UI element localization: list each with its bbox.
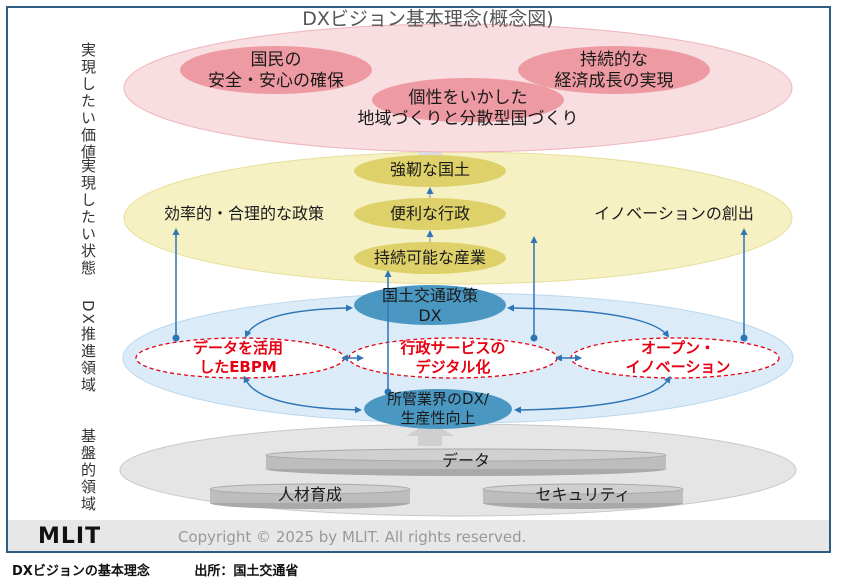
dx-policy-pill <box>354 285 506 325</box>
state-efficient-label: 効率的・合理的な政策 <box>163 204 324 223</box>
data-platform <box>265 448 667 476</box>
base-to-dx-arrow <box>406 422 454 446</box>
value-growth-line1: 持続的な <box>580 50 648 70</box>
dx-open-line2: イノベーション <box>625 357 731 376</box>
dx-industry-line1: 所管業界のDX/ <box>387 390 489 408</box>
value-safety-label: 国民の 安全・安心の確保 <box>186 50 366 93</box>
value-region-line2: 地域づくりと分散型国づくり <box>357 109 579 130</box>
value-growth-label: 持続的な 経済成長の実現 <box>524 50 704 93</box>
value-pill-region <box>372 78 564 122</box>
dx-ebpm-line1: データを活用 <box>192 339 283 357</box>
dx-admin-line1: 行政サービスの <box>400 339 506 357</box>
state-resilient-label: 強靭な国土 <box>389 160 470 179</box>
dx-policy-line2: DX <box>418 306 442 325</box>
state-sustainable-label: 持続可能な産業 <box>373 248 486 267</box>
dx-admin-label: 行政サービスの デジタル化 <box>373 339 533 377</box>
caption-title: DXビジョンの基本理念 <box>12 564 150 579</box>
dx-policy-line1: 国土交通政策 <box>381 286 478 305</box>
value-pill-safety <box>180 46 372 94</box>
state-convenient-label: 便利な行政 <box>389 204 470 223</box>
value-pill-growth <box>518 46 710 94</box>
dx-ebpm-line2: したEBPM <box>199 357 277 376</box>
side-label-dx: DX推進領域 <box>79 300 97 394</box>
copyright-text: Copyright © 2025 by MLIT. All rights res… <box>178 528 527 546</box>
dx-industry-line2: 生産性向上 <box>400 408 476 427</box>
dx-policy-label: 国土交通政策 DX <box>350 286 510 326</box>
base-security-label: セキュリティ <box>535 485 631 504</box>
side-label-state: 実現したい状態 <box>79 158 97 277</box>
side-label-values: 実現したい価値 <box>79 42 97 161</box>
value-safety-line2: 安全・安心の確保 <box>208 71 344 92</box>
value-region-line1: 個性をいかした <box>408 88 528 108</box>
security-platform <box>482 483 684 509</box>
base-data-label: データ <box>441 451 490 470</box>
value-region-label: 個性をいかした 地域づくりと分散型国づくり <box>338 88 598 131</box>
base-hr-label: 人材育成 <box>277 485 342 504</box>
footer-bar: MLIT Copyright © 2025 by MLIT. All right… <box>8 520 829 551</box>
dx-ebpm-label: データを活用 したEBPM <box>168 339 308 377</box>
diagram-title: DXビジョン基本理念(概念図) <box>302 8 554 30</box>
dx-open-label: オープン・ イノベーション <box>598 339 758 377</box>
state-pill-convenient <box>354 198 506 230</box>
side-label-base: 基盤的領域 <box>79 428 97 513</box>
state-pill-resilient <box>354 155 506 187</box>
figure-caption: DXビジョンの基本理念 出所：国土交通省 <box>12 560 338 579</box>
dx-cycle-arrows <box>243 304 671 414</box>
value-growth-line2: 経済成長の実現 <box>554 71 674 92</box>
caption-source: 出所：国土交通省 <box>194 564 299 579</box>
value-safety-line1: 国民の <box>250 50 302 70</box>
hr-platform <box>209 483 411 509</box>
state-pill-sustainable <box>354 242 506 274</box>
concept-diagram <box>119 23 797 517</box>
dx-admin-line2: デジタル化 <box>415 357 491 376</box>
dx-open-line1: オープン・ <box>640 339 716 357</box>
diagram-frame: DXビジョン基本理念(概念図) 実現したい価値 実現したい状態 DX推進領域 基… <box>6 6 831 553</box>
mlit-logo: MLIT <box>38 524 102 549</box>
dx-industry-pill <box>364 389 512 429</box>
state-innovation-label: イノベーションの創出 <box>594 204 754 223</box>
dx-industry-label: 所管業界のDX/ 生産性向上 <box>358 390 518 428</box>
